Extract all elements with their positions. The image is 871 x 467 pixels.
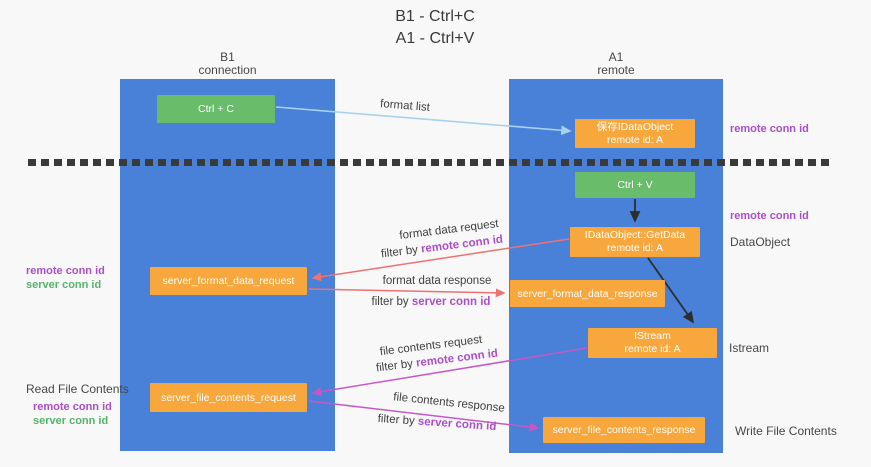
format-data-request-arrow [311,238,570,282]
server-conn-id-text: server conn id [411,296,491,308]
node-server-file-contents-request: server_file_contents_request [150,383,307,412]
format-data-response-label: format data response [382,275,492,287]
server-file-contents-response-label: server_file_contents_response [552,424,696,436]
filter-by-server-conn-id-label-1: filter by server conn id [372,296,491,308]
save-idataobject-line1: 保存IDataObject [596,120,674,133]
remote-conn-id-annotation-bottom-left: remote conn id [33,401,112,413]
ctrl-c-label: Ctrl + C [198,103,234,115]
dataobject-annotation: DataObject [730,235,791,249]
write-file-contents-annotation: Write File Contents [735,424,837,438]
remote-conn-id-annotation-mid-left: remote conn id [26,265,105,277]
getdata-to-istream-arrow [647,257,695,324]
node-idataobject-getdata: IDataObject::GetData remote id: A [570,227,700,257]
node-server-file-contents-response: server_file_contents_response [543,417,705,443]
istream-annotation: Istream [729,341,770,355]
file-contents-request-arrow [311,347,588,397]
ctrl-v-label: Ctrl + V [617,179,653,191]
read-file-contents-annotation: Read File Contents [26,382,129,396]
lane-b1-role: connection [198,63,257,77]
lane-header-b1: B1 connection [120,51,335,77]
lane-a1-role: remote [597,63,635,77]
lane-b1-name: B1 [220,50,235,64]
format-list-arrow [275,106,572,136]
node-ctrl-c: Ctrl + C [157,95,275,123]
file-contents-response-arrow [308,400,540,432]
filter-by-text: filter by [377,412,416,428]
format-data-response-arrow [308,288,506,298]
server-conn-id-annotation-mid-left: server conn id [26,279,102,291]
phase-divider-dashed-line [28,159,832,166]
lane-a1-name: A1 [608,50,624,64]
title-line-1: B1 - Ctrl+C [395,8,475,25]
istream-line2: remote id: A [624,343,681,355]
title-line-2: A1 - Ctrl+V [395,30,475,47]
diagram-title: B1 - Ctrl+C A1 - Ctrl+V [260,6,610,50]
istream-line1: IStream [634,330,671,342]
filter-by-text: filter by [371,296,409,308]
node-istream: IStream remote id: A [588,328,717,358]
server-format-data-response-label: server_format_data_response [517,287,658,300]
getdata-line2: remote id: A [606,242,664,254]
server-format-data-request-label: server_format_data_request [162,275,295,287]
lane-header-a1: A1 remote [509,51,723,77]
node-ctrl-v: Ctrl + V [575,172,695,198]
node-server-format-data-response: server_format_data_response [510,280,665,307]
save-idataobject-line2: remote id: A [606,133,664,146]
remote-conn-id-annotation-mid-right: remote conn id [730,210,809,222]
server-conn-id-annotation-bottom-left: server conn id [33,415,109,427]
node-server-format-data-request: server_format_data_request [150,267,307,295]
server-file-contents-request-label: server_file_contents_request [161,391,296,404]
getdata-line1: IDataObject::GetData [584,229,686,241]
node-save-idataobject: 保存IDataObject remote id: A [575,119,695,148]
remote-conn-id-annotation-top-right: remote conn id [730,123,809,135]
